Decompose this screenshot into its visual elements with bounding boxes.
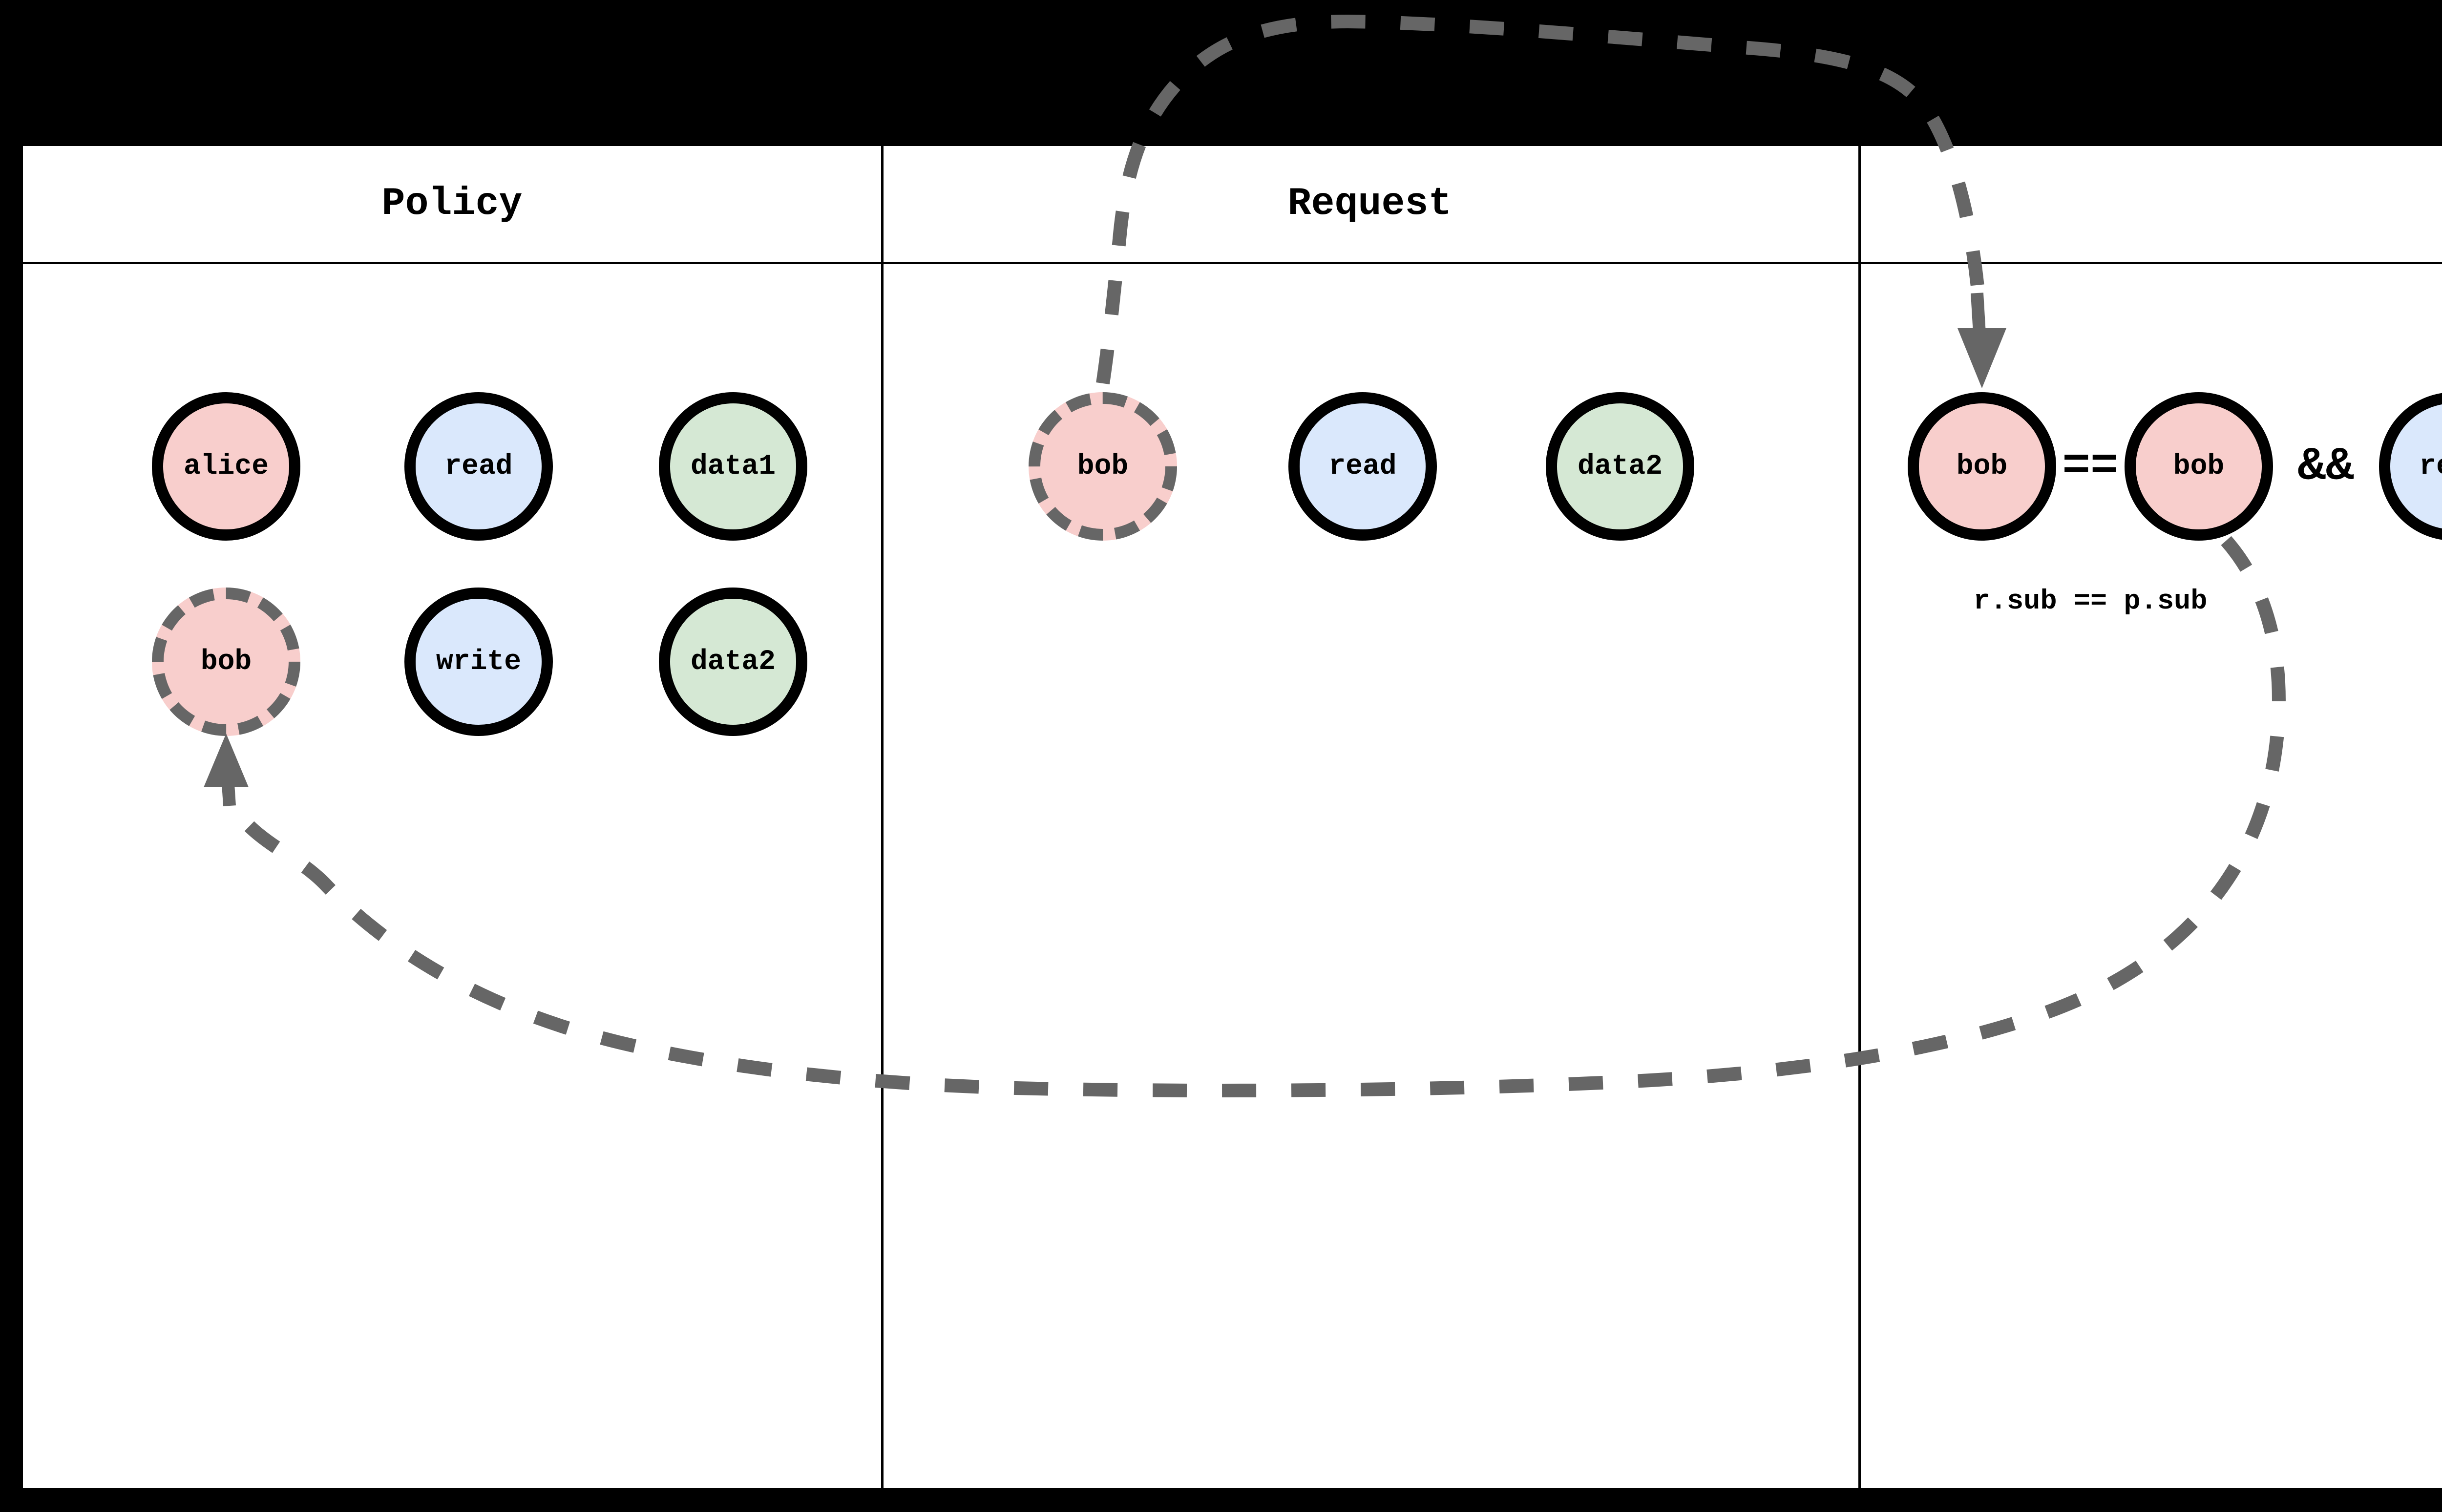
column-header-request: Request — [881, 146, 1858, 262]
node-label: write — [436, 646, 522, 678]
policy-node-read: read — [404, 392, 553, 541]
and-operator-1: && — [2297, 440, 2354, 493]
policy-node-data1: data1 — [659, 392, 807, 541]
matching-table: Policy Request Matching — [21, 145, 2442, 1490]
request-node-read: read — [1288, 392, 1437, 541]
request-node-bob-highlighted: bob — [1029, 392, 1177, 541]
node-label: data1 — [690, 450, 776, 483]
node-label: alice — [183, 450, 269, 483]
request-node-data2: data2 — [1546, 392, 1694, 541]
node-label: read — [2419, 450, 2442, 483]
policy-node-write: write — [404, 588, 553, 736]
node-label: bob — [2173, 450, 2225, 483]
request-header-label: Request — [1287, 182, 1452, 226]
column-header-policy: Policy — [23, 146, 881, 262]
column-header-matching: Matching — [1858, 146, 2442, 262]
matching-node-rsub: bob — [1908, 392, 2056, 541]
policy-node-data2: data2 — [659, 588, 807, 736]
match-rule-caption-sub: r.sub == p.sub — [1973, 586, 2208, 617]
node-label: read — [1328, 450, 1397, 483]
matching-node-psub: bob — [2125, 392, 2273, 541]
column-divider-request-matching — [1858, 146, 1861, 1488]
node-label: bob — [1956, 450, 2008, 483]
policy-header-label: Policy — [381, 182, 523, 226]
node-label: bob — [1077, 450, 1129, 483]
column-divider-policy-request — [881, 146, 884, 1488]
node-label: bob — [200, 646, 252, 678]
node-label: data2 — [1577, 450, 1663, 483]
header-divider-line — [23, 262, 2442, 264]
equality-operator-sub: == — [2062, 440, 2119, 493]
node-label: data2 — [690, 646, 776, 678]
node-label: read — [444, 450, 513, 483]
policy-node-alice: alice — [152, 392, 300, 541]
policy-node-bob-highlighted: bob — [152, 588, 300, 736]
